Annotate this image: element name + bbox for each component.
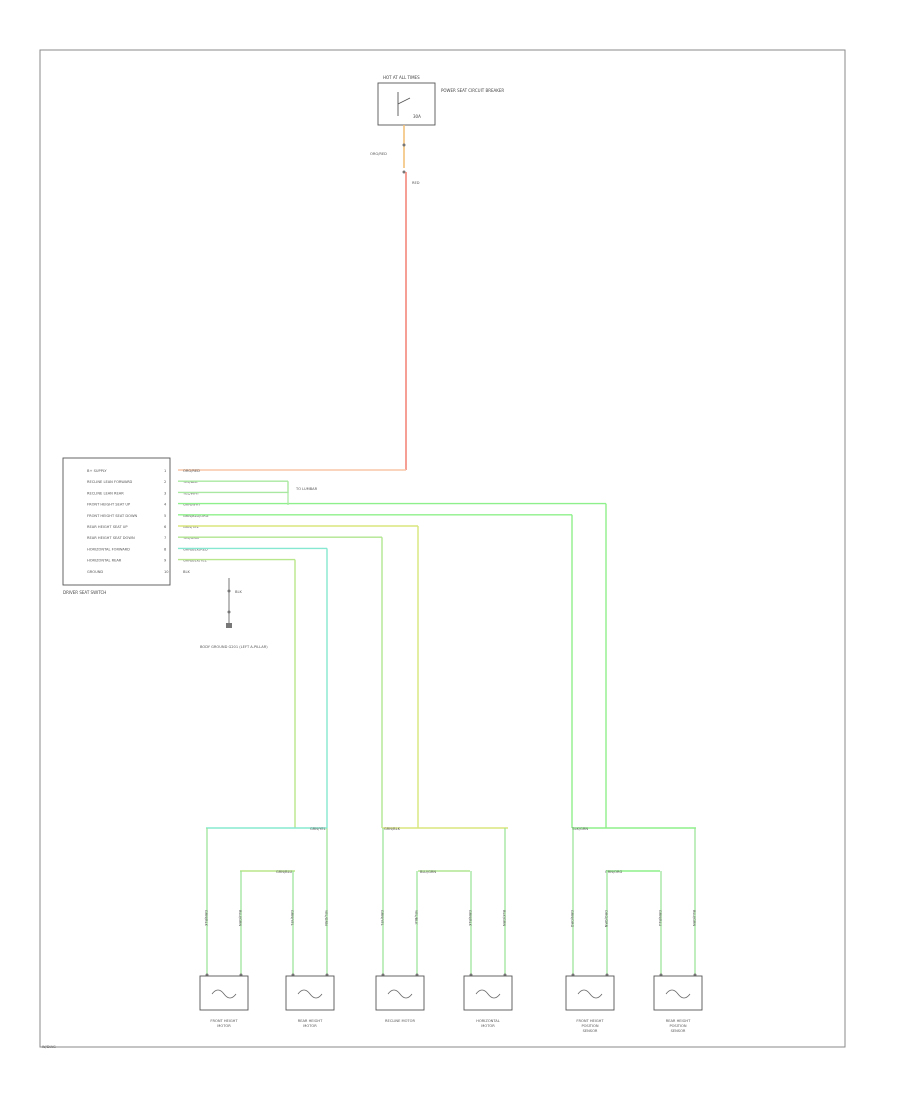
motor-symbol bbox=[285, 975, 335, 1011]
motor-wire-code: GRN/BLU bbox=[658, 910, 662, 926]
switch-pin-number: 6 bbox=[164, 525, 167, 529]
harness-label: GRN/BLK bbox=[384, 827, 401, 831]
battery-label: HOT AT ALL TIMES bbox=[383, 75, 420, 80]
motor-symbol bbox=[463, 975, 513, 1011]
ground-label: BODY GROUND G201 (LEFT A-PILLAR) bbox=[200, 645, 268, 649]
harness-label: GRN/ORG bbox=[605, 870, 623, 874]
switch-pin-label: RECLINE LEAN FORWARD bbox=[87, 480, 133, 484]
motor-wire-code: GRN/YEL bbox=[290, 910, 294, 926]
harness-wires: GRN/YEL GRN/BLK BLK/GRN GRN/BLU BLU/GRN GRN/O… bbox=[178, 480, 696, 874]
switch-pin-label: REAR HEIGHT SEAT UP bbox=[87, 525, 128, 529]
motor-label: FRONT HEIGHT bbox=[210, 1019, 238, 1023]
motor-symbol bbox=[653, 975, 703, 1011]
motor-label: SENSOR bbox=[671, 1029, 686, 1033]
ground-code: BLK bbox=[235, 590, 242, 594]
battery-fuse-block: HOT AT ALL TIMES 30A POWER SEAT CIRCUIT … bbox=[377, 75, 504, 126]
driver-seat-switch: DRIVER SEAT SWITCH B+ SUPPLY 1 ORG/RED RECL… bbox=[62, 457, 318, 595]
switch-pin-label: HORIZONTAL FORWARD bbox=[87, 547, 130, 551]
harness-label: BLU/GRN bbox=[420, 870, 436, 874]
motor-symbol bbox=[565, 975, 615, 1011]
switch-pin-wire-code: ORG/RED bbox=[183, 469, 200, 473]
switch-pin-number: 9 bbox=[164, 559, 167, 563]
motor-wire-code: ORG/GRN bbox=[604, 910, 608, 928]
motor-label: REAR HEIGHT bbox=[666, 1019, 691, 1023]
motor-wire-code: GRN/ORG bbox=[570, 910, 574, 928]
supply-wire: ORG/RED RED bbox=[178, 125, 420, 471]
diagram-frame bbox=[39, 49, 846, 1048]
switch-pin-number: 3 bbox=[164, 491, 166, 495]
switch-pin-wire-code: GRN/BLK/RED bbox=[183, 547, 208, 551]
switch-title: DRIVER SEAT SWITCH bbox=[63, 590, 106, 595]
harness-label: GRN/YEL bbox=[310, 827, 326, 831]
supply-code: RED bbox=[412, 181, 420, 185]
motor-wire-code: YEL/BLK bbox=[414, 910, 418, 925]
motor-label: POSITION bbox=[581, 1024, 598, 1028]
switch-pin-number: 2 bbox=[164, 480, 166, 484]
motor-wire-code: YEL/GRN bbox=[324, 910, 328, 926]
switch-pin-number: 8 bbox=[164, 547, 167, 551]
motor-wire-code: BLK/GRN bbox=[502, 910, 506, 926]
switch-pin-wire-code: YEL/BLK bbox=[183, 480, 198, 484]
motor-label: FRONT HEIGHT bbox=[576, 1019, 604, 1023]
motor-label: POSITION bbox=[669, 1024, 686, 1028]
switch-pin-label: HORIZONTAL REAR bbox=[87, 559, 122, 563]
switch-pin-label: RECLINE LEAN REAR bbox=[87, 491, 124, 495]
switch-pin-wire-code: GRN/YEL bbox=[183, 525, 199, 529]
lumbar-label: TO LUMBAR bbox=[295, 487, 318, 491]
switch-pin-wire-code: GRN/BLK/YEL bbox=[183, 559, 207, 563]
switch-pin-number: 10 bbox=[164, 570, 169, 574]
switch-pin-label: GROUND bbox=[87, 570, 103, 574]
motor-wire-code: GRN/BLK bbox=[468, 910, 472, 927]
motor-wire-code: GRN/YEL bbox=[380, 910, 384, 926]
switch-pin-wire-code: YEL/GRN bbox=[183, 536, 199, 540]
switch-pin-label: B+ SUPPLY bbox=[87, 469, 107, 473]
motor-symbol bbox=[199, 975, 249, 1011]
fuse-amp-label: 30A bbox=[413, 114, 421, 119]
fuse-label: POWER SEAT CIRCUIT BREAKER bbox=[441, 88, 504, 93]
ground-symbol bbox=[226, 623, 232, 628]
switch-pin-label: REAR HEIGHT SEAT DOWN bbox=[87, 536, 135, 540]
motor-wire-code: BLU/GRN bbox=[692, 910, 696, 926]
switch-pin-number: 1 bbox=[164, 469, 166, 473]
switch-pin-wire-code: YEL/WHT bbox=[183, 491, 200, 495]
switch-pin-number: 4 bbox=[164, 503, 167, 507]
motor-wire-code: GRN/BLK bbox=[204, 910, 208, 927]
motor-wire-code: BLU/GRN bbox=[238, 910, 242, 926]
motor-label: HORIZONTAL bbox=[476, 1019, 499, 1023]
switch-pin-number: 5 bbox=[164, 514, 166, 518]
motor-label: REAR HEIGHT bbox=[298, 1019, 323, 1023]
ground-circuit: BLK BODY GROUND G201 (LEFT A-PILLAR) bbox=[200, 578, 268, 649]
switch-pin-label: FRONT HEIGHT SEAT DOWN bbox=[87, 514, 137, 518]
switch-pin-wire-code: GRN/WHT bbox=[183, 503, 201, 507]
motor-label: MOTOR bbox=[481, 1024, 495, 1028]
harness-label: BLK/GRN bbox=[572, 827, 588, 831]
switch-pin-label: FRONT HEIGHT SEAT UP bbox=[87, 503, 131, 507]
switch-pin-wire-code: GRN/BLU/ORG bbox=[183, 514, 209, 518]
switch-pin-wire-code: BLK bbox=[183, 570, 190, 574]
corner-label: W/DIAG bbox=[42, 1045, 56, 1049]
supply-top-code: ORG/RED bbox=[370, 152, 387, 156]
motor-label: SENSOR bbox=[583, 1029, 598, 1033]
seat-motor: GRN/YEL YEL/BLK RECLINE MOTOR bbox=[375, 828, 425, 1023]
harness-label: GRN/BLU bbox=[276, 870, 292, 874]
switch-pin-number: 7 bbox=[164, 536, 166, 540]
motor-label: MOTOR bbox=[217, 1024, 231, 1028]
motor-symbol bbox=[375, 975, 425, 1011]
motor-label: MOTOR bbox=[303, 1024, 317, 1028]
motor-label: RECLINE MOTOR bbox=[385, 1019, 415, 1023]
